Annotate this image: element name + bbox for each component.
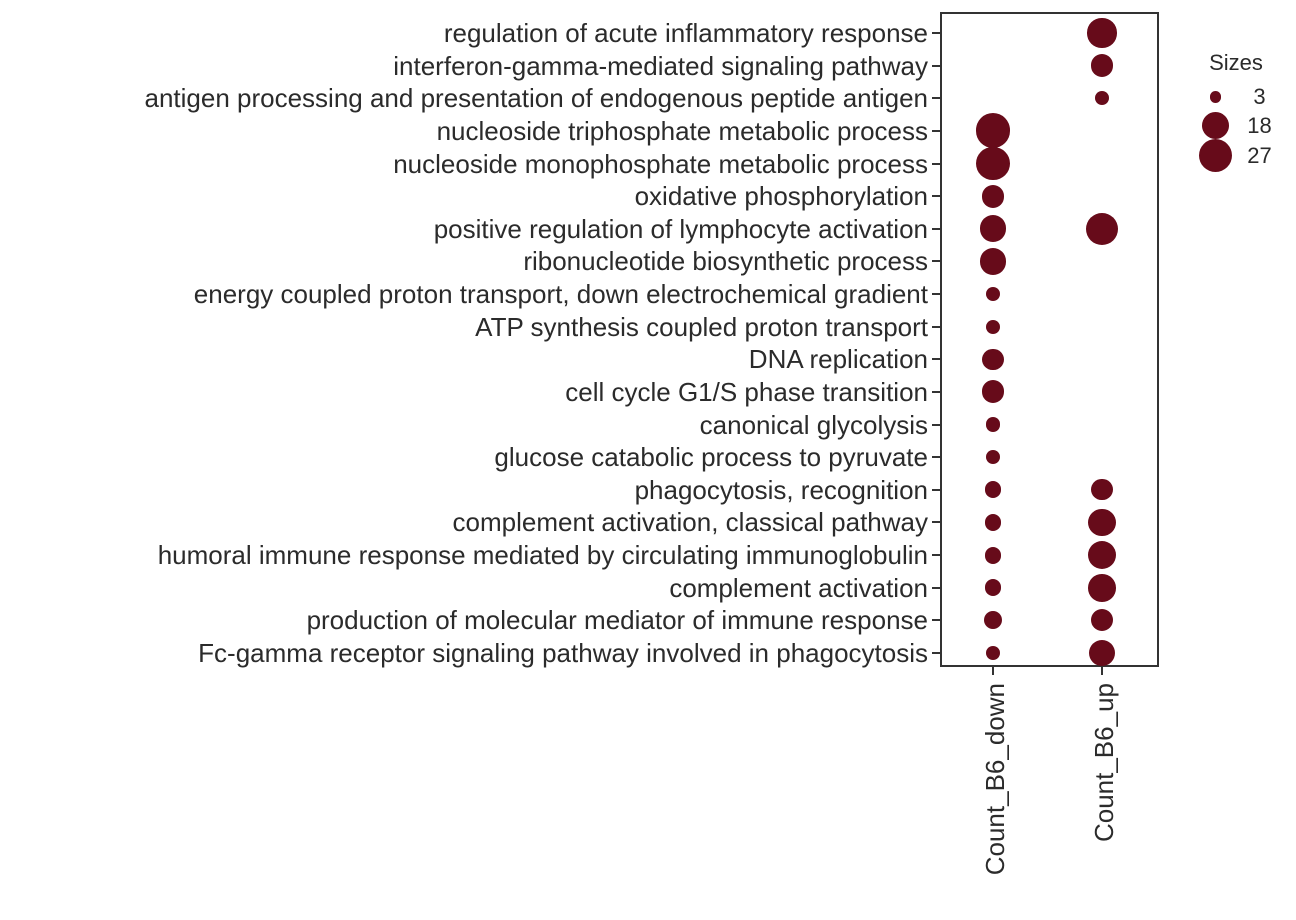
y-axis-label: energy coupled proton transport, down el… [193,279,928,310]
data-dot [975,113,1011,149]
data-dot [1090,609,1113,632]
legend-size-value: 3 [1253,84,1266,109]
data-dot [985,645,1001,661]
y-axis-label: nucleoside monophosphate metabolic proce… [393,148,928,179]
y-axis-label: Fc-gamma receptor signaling pathway invo… [198,638,928,668]
y-axis-tick [932,456,940,459]
legend-size-dot [1202,112,1229,139]
data-dot [981,184,1005,208]
y-axis-label: phagocytosis, recognition [634,474,928,505]
data-dot [1087,18,1117,48]
legend-size-dot [1198,138,1233,173]
y-axis-label: ATP synthesis coupled proton transport [475,311,928,342]
size-legend-title: Sizes [1209,50,1263,75]
data-dot [979,215,1007,243]
legend-size-value: 27 [1247,142,1272,168]
y-axis-tick [932,586,940,589]
y-axis-label: antigen processing and presentation of e… [144,83,928,114]
y-axis-tick [932,554,940,557]
data-dot [1091,479,1113,501]
data-dot [985,450,1001,465]
data-dot [1094,91,1110,106]
y-axis-label: regulation of acute inflammatory respons… [443,18,928,48]
y-axis-label: interferon-gamma-mediated signaling path… [393,50,928,81]
y-axis-tick [932,358,940,361]
data-dot [1088,639,1116,667]
y-axis-label: ribonucleotide biosynthetic process [523,246,928,277]
data-dot [1088,508,1116,537]
y-axis-label: humoral immune response mediated by circ… [157,540,928,571]
data-dot [1087,540,1117,570]
y-axis-tick [932,129,940,132]
y-axis-tick [932,390,940,393]
data-dot [976,146,1010,181]
y-axis-label: complement activation [669,572,928,603]
y-axis-tick [932,162,940,165]
y-axis-label: canonical glycolysis [699,409,928,440]
legend-size-dot [1209,91,1221,103]
y-axis-tick [932,64,940,67]
y-axis-label: complement activation, classical pathway [452,507,928,538]
data-dot [984,546,1002,564]
y-axis-tick [932,260,940,263]
data-dot [1090,54,1114,78]
data-dot [1085,212,1119,245]
y-axis-label: cell cycle G1/S phase transition [565,376,928,407]
data-dot [985,319,1001,334]
y-axis-label: nucleoside triphosphate metabolic proces… [436,115,928,146]
data-dot [981,380,1005,404]
x-axis-tick [992,667,994,675]
data-dot [979,248,1007,275]
data-dot [984,579,1002,597]
y-axis-tick [932,325,940,328]
data-dot [982,348,1004,370]
y-axis-tick [932,227,940,230]
data-dot [984,611,1002,630]
x-axis-label: Count_B6_up [1088,683,1119,843]
y-axis-label: positive regulation of lymphocyte activa… [433,213,928,244]
data-dot [985,286,1001,302]
x-axis-label: Count_B6_down [979,683,1010,876]
data-dot [984,514,1002,531]
y-axis-tick [932,195,940,198]
data-dot [985,417,1001,432]
y-axis-label: oxidative phosphorylation [634,181,928,212]
y-axis-tick [932,423,940,426]
y-axis-tick [932,619,940,622]
y-axis-tick [932,32,940,34]
x-axis-tick [1101,667,1103,675]
y-axis-tick [932,97,940,100]
y-axis-label: production of molecular mediator of immu… [306,605,928,636]
plot-area [940,12,1159,667]
legend-size-value: 18 [1247,112,1272,138]
y-axis-tick [932,521,940,524]
y-axis-tick [932,293,940,296]
data-dot [984,481,1002,499]
y-axis-tick [932,652,940,654]
y-axis-label: DNA replication [748,344,928,375]
y-axis-label: glucose catabolic process to pyruvate [494,442,928,473]
data-dot [1088,573,1116,602]
y-axis-tick [932,488,940,491]
